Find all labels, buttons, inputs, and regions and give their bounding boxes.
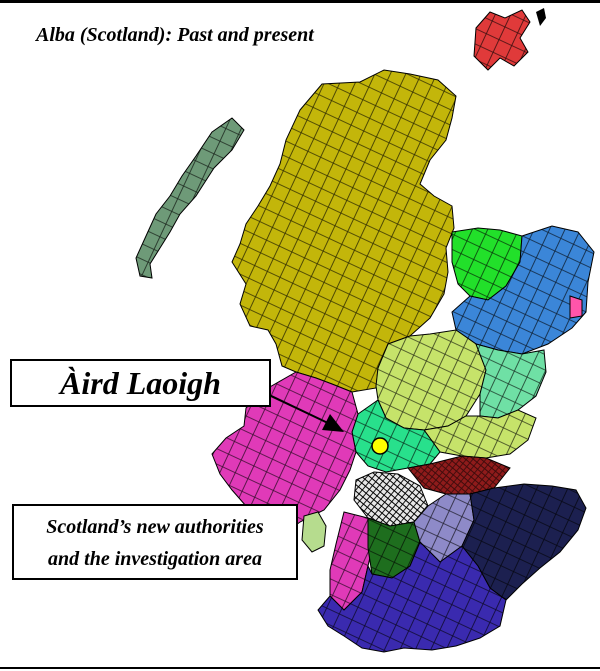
dumfries-galloway-region (317, 541, 507, 653)
highland-region (231, 69, 457, 393)
caption-line-1: Scotland’s new authorities (46, 516, 264, 538)
caption-line-2: and the investigation area (48, 548, 262, 570)
arran-island (301, 511, 327, 553)
borders-region (461, 483, 587, 601)
western-isles-region (135, 117, 245, 279)
top-border (0, 0, 600, 3)
lothian-region (413, 493, 475, 563)
argyll-bute-region (211, 371, 359, 535)
location-label: Àird Laoigh (60, 365, 221, 401)
map-title: Alba (Scotland): Past and present (36, 24, 314, 46)
perth-kinross-region (375, 329, 487, 431)
bottom-border (0, 667, 600, 669)
investigation-site-marker (371, 437, 389, 455)
angus-region (475, 343, 547, 419)
map-caption-box: Scotland’s new authorities and the inves… (12, 504, 298, 580)
northern-isles-region (473, 8, 546, 71)
aberdeenshire-region (451, 225, 595, 355)
lanarkshire-region (367, 517, 421, 579)
location-label-box: Àird Laoigh (10, 359, 271, 407)
central-belt-region (407, 455, 511, 495)
moray-region (451, 227, 523, 301)
